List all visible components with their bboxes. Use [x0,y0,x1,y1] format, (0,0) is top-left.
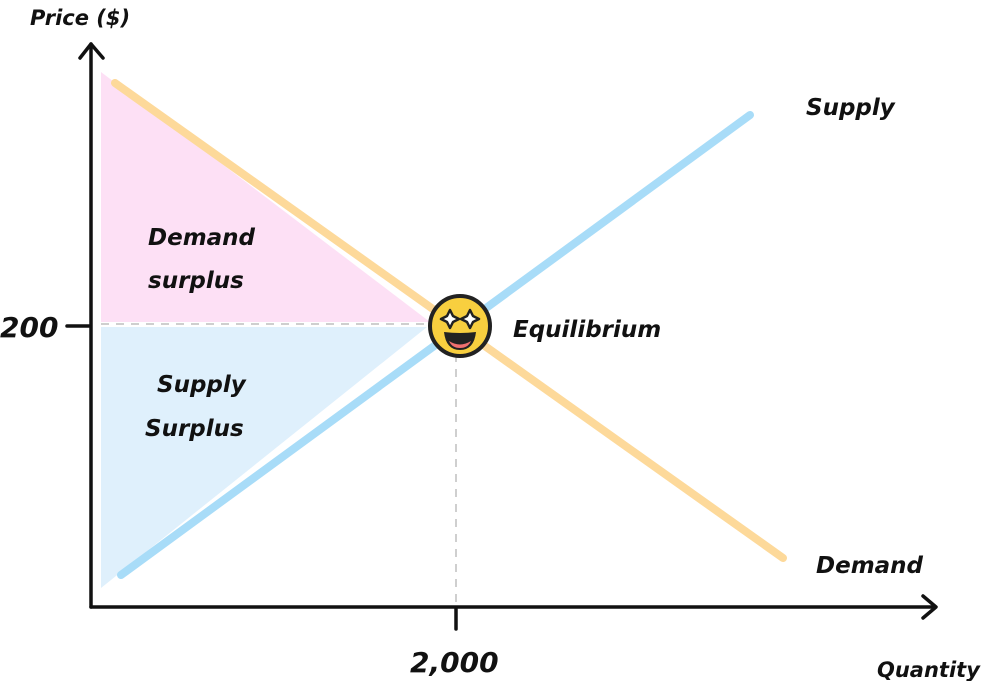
y-axis-arrowhead [78,42,105,60]
x-axis [89,594,938,631]
y-tick-label: 200 [0,311,58,344]
y-axis-label: Price ($) [30,6,130,30]
demand-label: Demand [816,553,924,579]
supply-surplus-label-line1: Supply [157,372,247,398]
demand-surplus-label-line1: Demand [148,225,256,251]
star-struck-emoji-icon [428,294,492,358]
supply-label: Supply [806,95,896,121]
supply-surplus-label-line2: Surplus [145,416,244,442]
x-axis-label: Quantity [877,658,981,681]
y-axis [65,42,105,609]
x-axis-arrowhead [921,594,938,620]
demand-surplus-label-line2: surplus [148,268,244,294]
equilibrium-label: Equilibrium [513,317,661,343]
supply-surplus-region [101,327,427,588]
x-tick-label: 2,000 [410,646,499,679]
